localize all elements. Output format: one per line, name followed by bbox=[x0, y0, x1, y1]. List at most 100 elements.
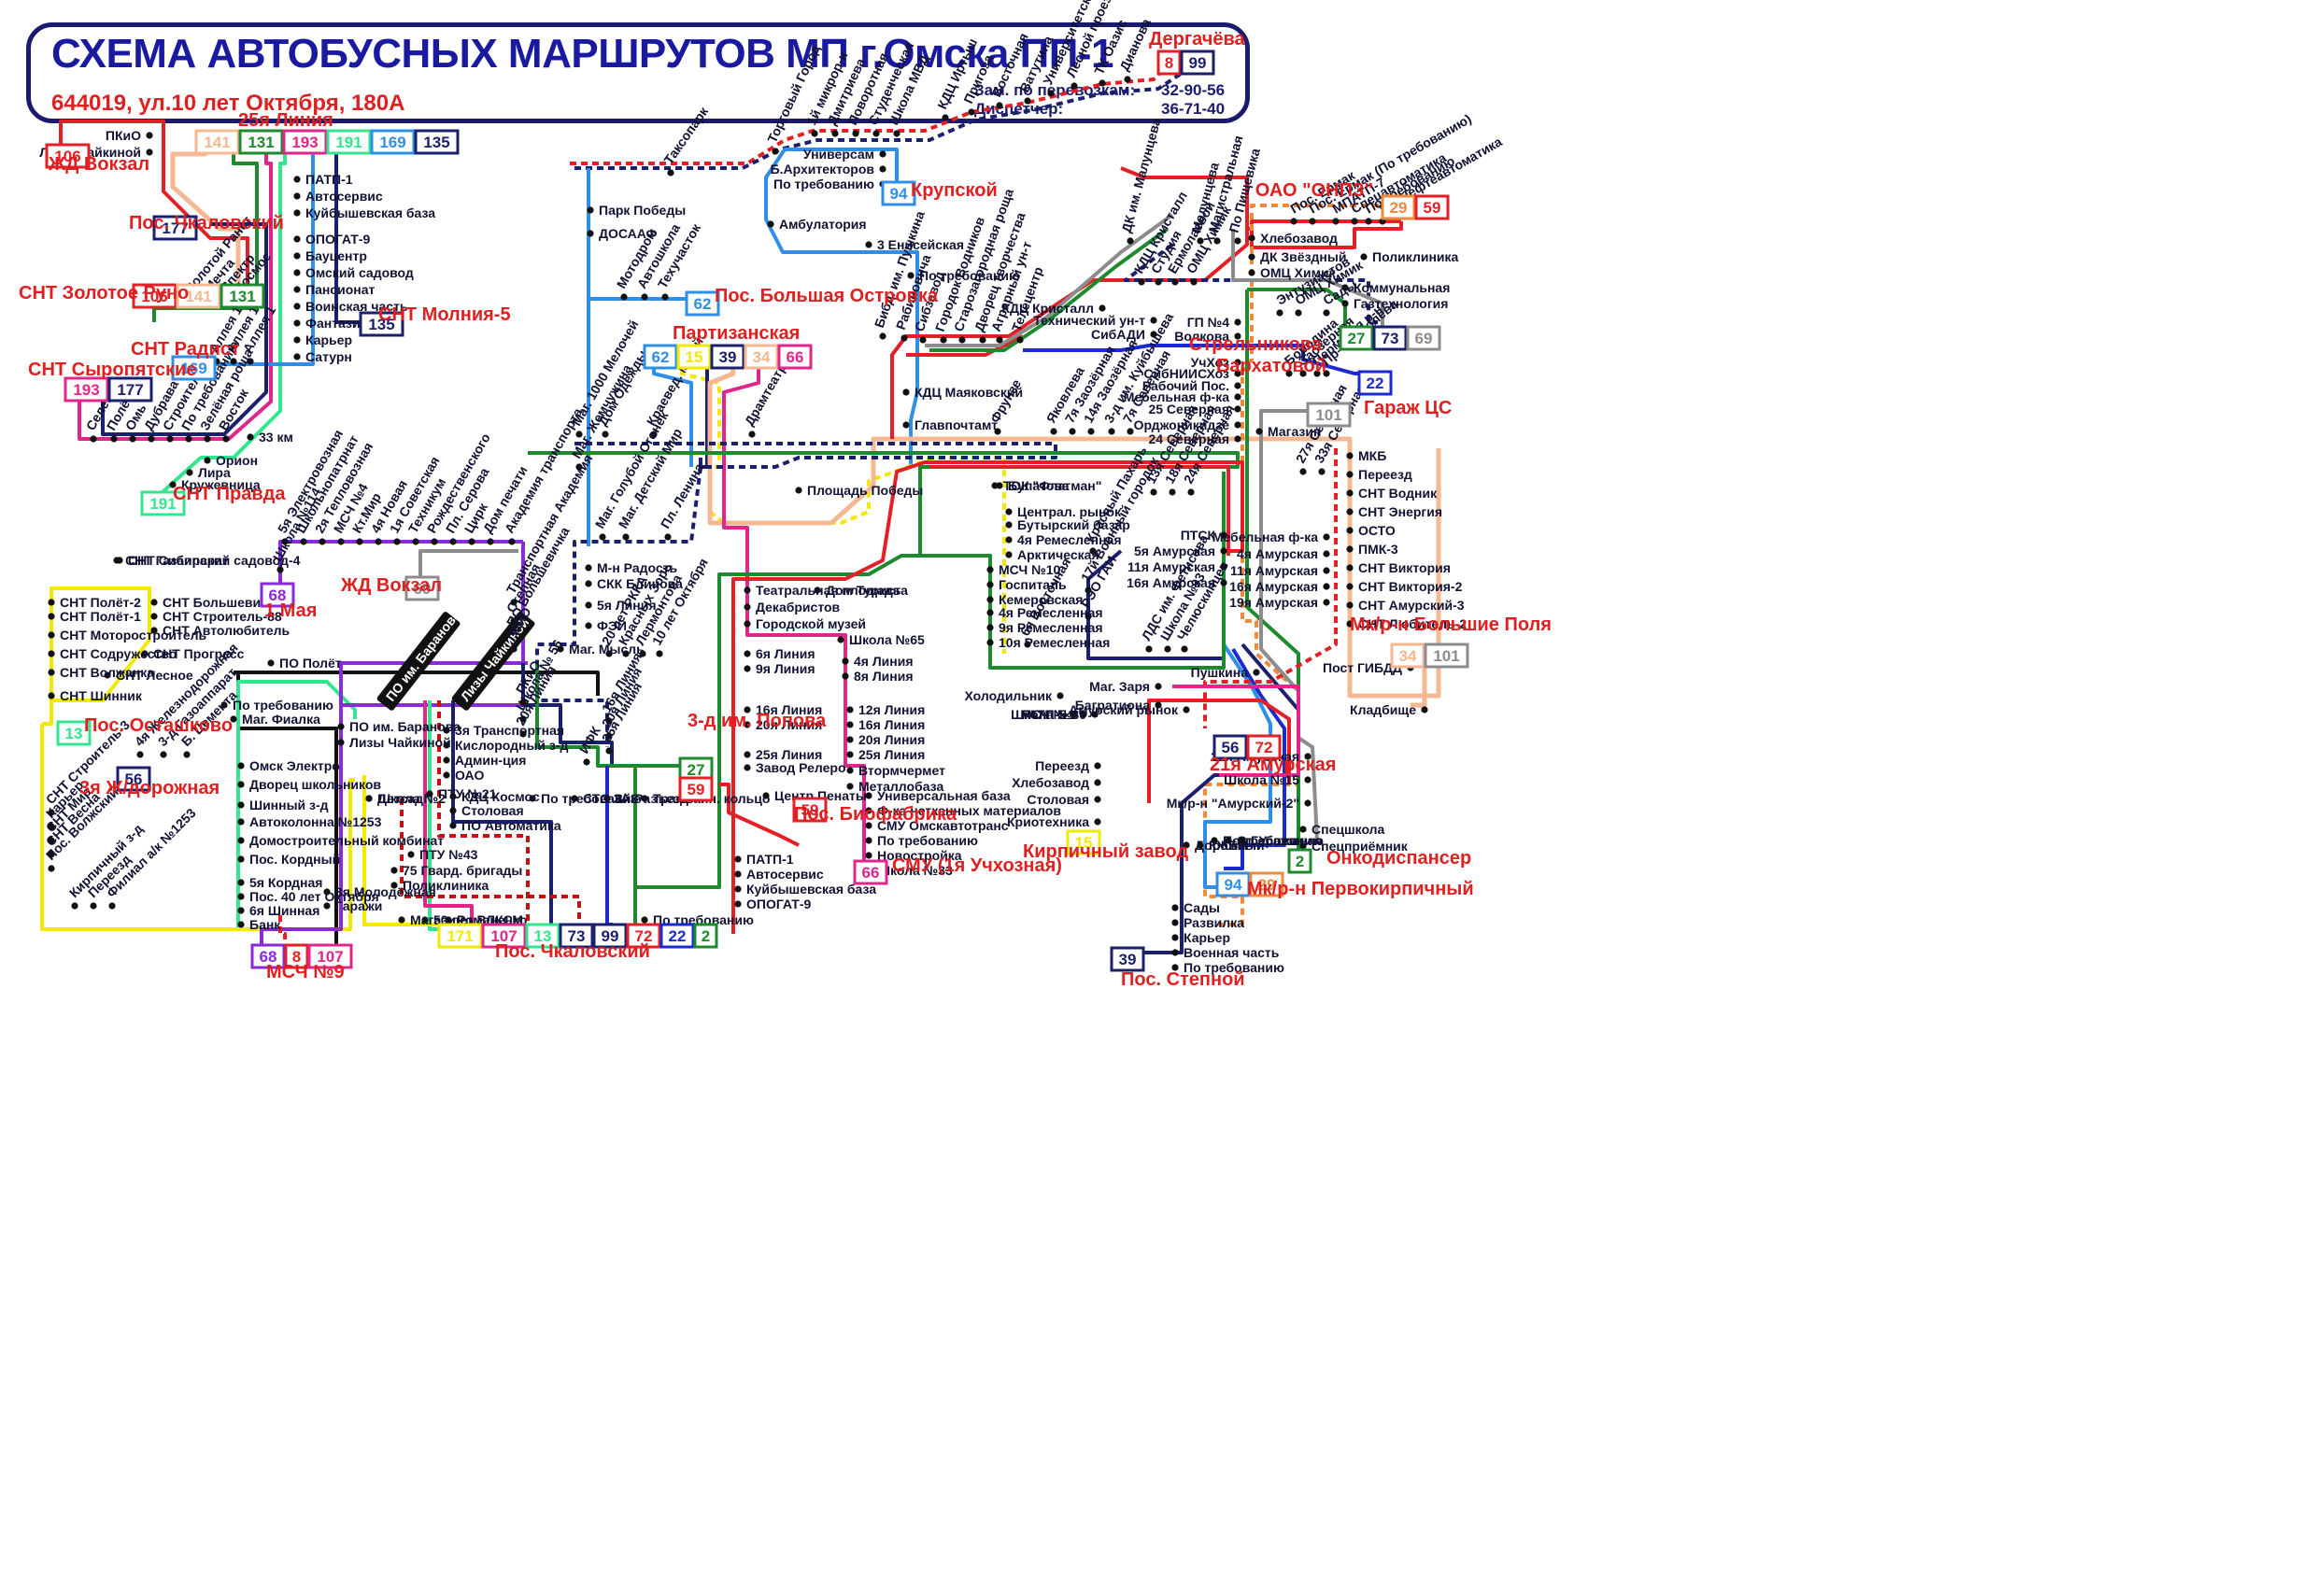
route-number-box[interactable] bbox=[370, 129, 416, 155]
route-number-box[interactable] bbox=[1212, 734, 1248, 760]
stop-marker bbox=[1234, 405, 1241, 413]
route-number-box[interactable] bbox=[56, 720, 92, 746]
terminal[interactable]: 681 Мая bbox=[260, 582, 317, 621]
route-number: 59 bbox=[688, 781, 705, 798]
stop-label: ДОСААФ bbox=[599, 226, 657, 241]
stop-marker bbox=[166, 435, 174, 443]
route-number-box[interactable] bbox=[676, 344, 712, 370]
route-number-box[interactable] bbox=[792, 797, 828, 823]
route-number-box[interactable] bbox=[744, 344, 779, 370]
route-number-box[interactable] bbox=[1215, 871, 1251, 897]
route-number-box[interactable] bbox=[152, 215, 198, 241]
route-number-box[interactable] bbox=[260, 582, 295, 608]
route-number-box[interactable] bbox=[1156, 49, 1182, 76]
route-number-box[interactable] bbox=[64, 376, 109, 403]
route-number-box[interactable] bbox=[685, 290, 720, 317]
route-number-box[interactable] bbox=[414, 129, 460, 155]
route-number-box[interactable] bbox=[1390, 643, 1425, 669]
route-number-box[interactable] bbox=[250, 943, 286, 969]
route-number-box[interactable] bbox=[881, 180, 916, 206]
route-number-box[interactable] bbox=[626, 923, 661, 949]
stop-marker bbox=[237, 921, 245, 928]
stop-marker bbox=[744, 603, 751, 611]
route-number-box[interactable] bbox=[45, 143, 91, 169]
stop-marker bbox=[1285, 370, 1293, 377]
terminal[interactable]: 59 bbox=[678, 776, 714, 802]
route-number-box[interactable] bbox=[140, 490, 186, 516]
route-number-box[interactable] bbox=[693, 923, 718, 949]
route-number-box[interactable] bbox=[1066, 829, 1101, 855]
route-number-box[interactable] bbox=[238, 129, 284, 155]
route-number-box[interactable] bbox=[1180, 49, 1215, 76]
route-number-box[interactable] bbox=[282, 129, 328, 155]
route-number-box[interactable] bbox=[176, 283, 221, 309]
route-number-box[interactable] bbox=[1249, 871, 1284, 897]
route-number-box[interactable] bbox=[116, 766, 151, 792]
route-number-box[interactable] bbox=[559, 923, 594, 949]
route-number-box[interactable] bbox=[171, 355, 217, 381]
route-number-box[interactable] bbox=[1306, 402, 1352, 428]
route-number-box[interactable] bbox=[643, 344, 678, 370]
route-number-box[interactable] bbox=[481, 923, 527, 949]
route-number-box[interactable] bbox=[107, 376, 153, 403]
route-number-box[interactable] bbox=[710, 344, 745, 370]
route-number-box[interactable] bbox=[437, 923, 483, 949]
route-number-box[interactable] bbox=[853, 859, 888, 885]
route-number-box[interactable] bbox=[1287, 848, 1312, 874]
route-number-box[interactable] bbox=[678, 776, 714, 802]
route-number-box[interactable] bbox=[1372, 325, 1408, 351]
stop-label: 6я Шинная bbox=[249, 903, 319, 918]
route-number-box[interactable] bbox=[220, 283, 265, 309]
route-number-box[interactable] bbox=[1424, 643, 1469, 669]
route-number-box[interactable] bbox=[1110, 946, 1145, 972]
route-number-box[interactable] bbox=[659, 923, 695, 949]
route-number-box[interactable] bbox=[1381, 194, 1416, 220]
route-number-box[interactable] bbox=[777, 344, 813, 370]
route-number-box[interactable] bbox=[404, 575, 440, 601]
route-number-box[interactable] bbox=[132, 283, 177, 309]
route-number-box[interactable] bbox=[525, 923, 560, 949]
route-number-box[interactable] bbox=[194, 129, 240, 155]
route-number-box[interactable] bbox=[1414, 194, 1450, 220]
route-number-box[interactable] bbox=[359, 311, 404, 337]
route-number-box[interactable] bbox=[1339, 325, 1374, 351]
stop-marker bbox=[986, 624, 994, 631]
route-number-box[interactable] bbox=[1406, 325, 1441, 351]
route-number-box[interactable] bbox=[1357, 370, 1393, 396]
route-number-box[interactable] bbox=[284, 943, 309, 969]
route-number-box[interactable] bbox=[326, 129, 372, 155]
route-number-box[interactable] bbox=[1246, 734, 1282, 760]
route-number-box[interactable] bbox=[307, 943, 353, 969]
route-number: 72 bbox=[1255, 739, 1273, 756]
route-number-box[interactable] bbox=[592, 923, 628, 949]
